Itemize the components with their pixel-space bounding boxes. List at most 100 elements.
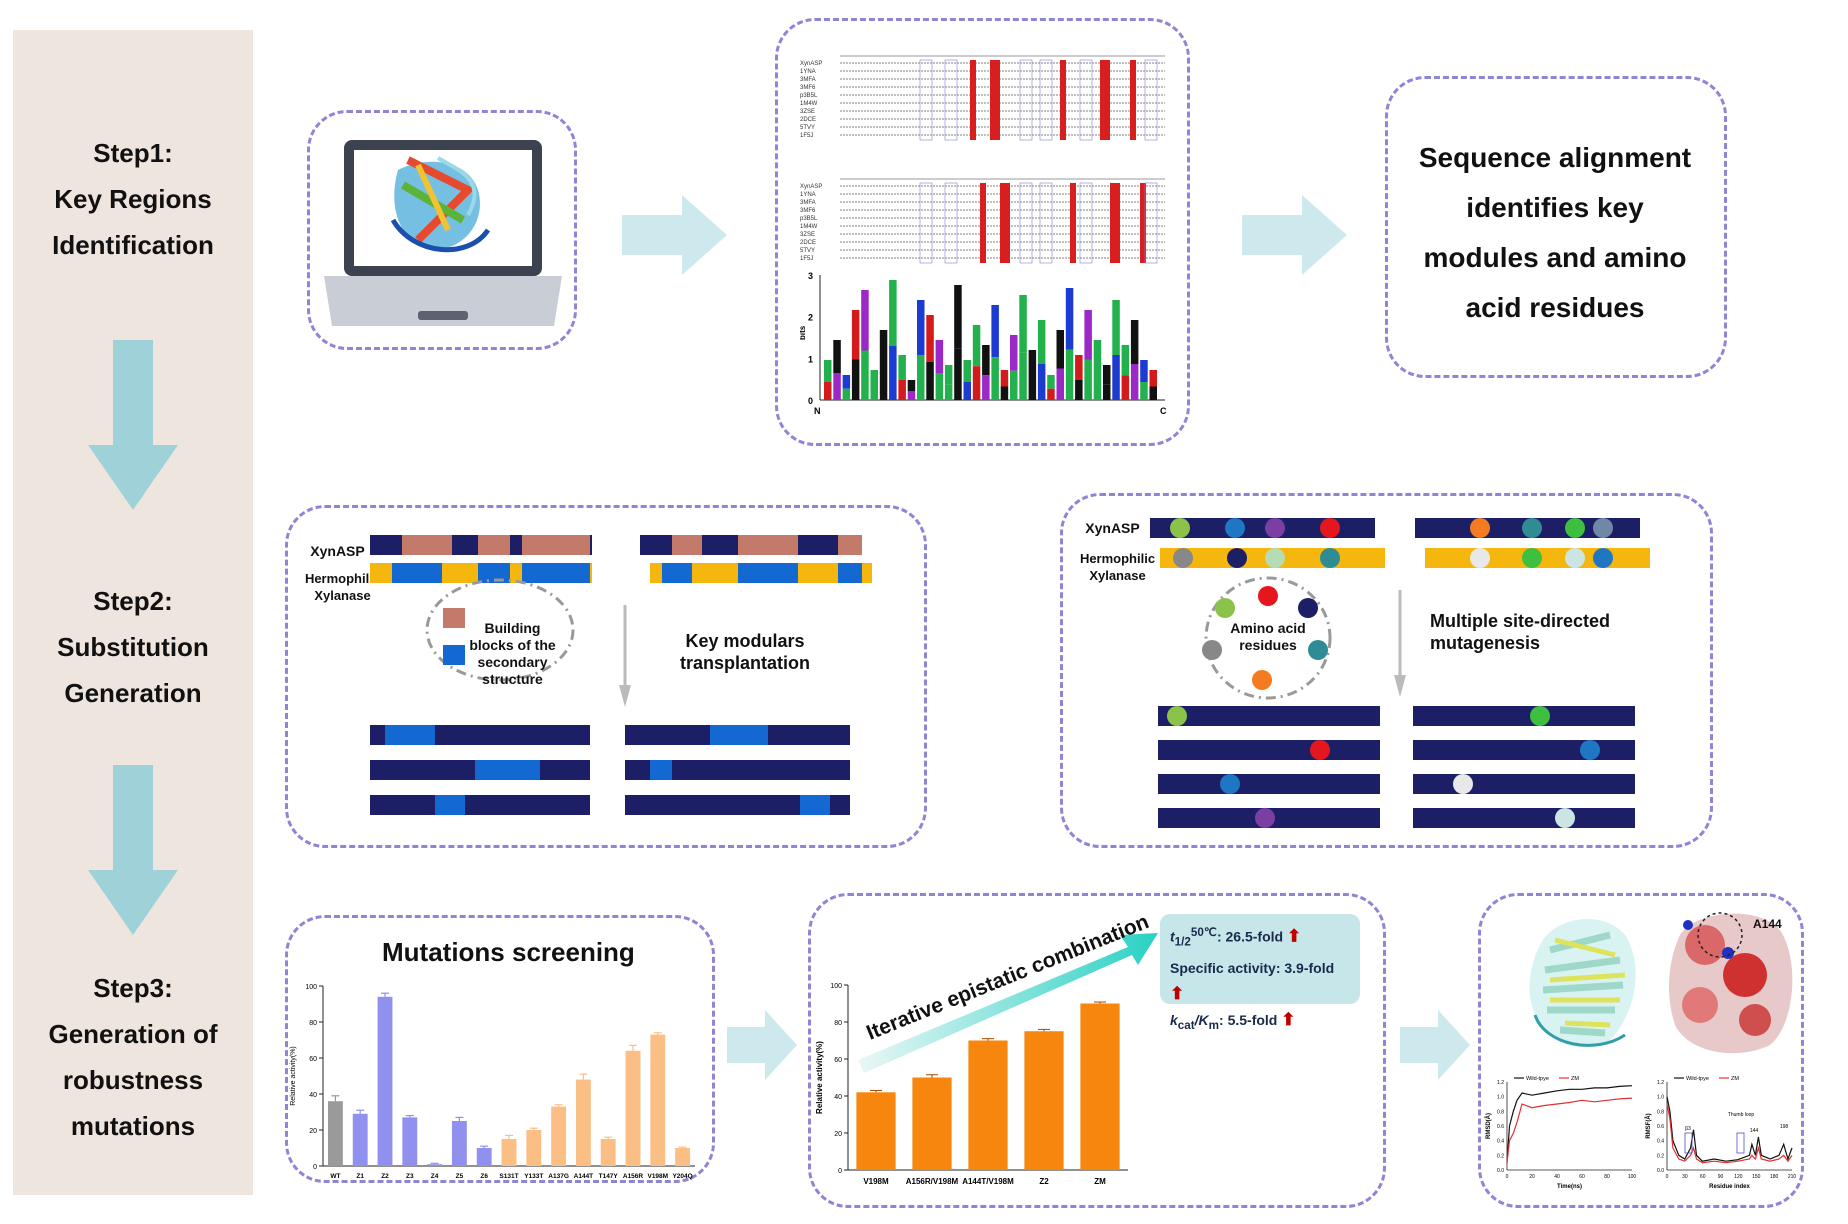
combo-y-tick-label: 0 (838, 1168, 842, 1175)
residue-dot (1170, 518, 1190, 538)
residue-dot (1565, 518, 1585, 538)
logo-letter (851, 310, 860, 360)
combo-x-tick-label: A156R/V198M (906, 1177, 959, 1186)
salmon-block (522, 535, 590, 555)
logo-letter (1019, 352, 1027, 400)
alignment-row-name: 3MFA (800, 77, 816, 83)
logo-letter (1112, 300, 1120, 355)
logo-letter (1056, 368, 1064, 400)
conserved-column (1110, 183, 1120, 263)
down-arrow-2-icon (88, 765, 178, 935)
logo-letter (1065, 349, 1074, 400)
chart-rmsf-ylabel: RMSF(Å) (1645, 1113, 1652, 1138)
chart-rmsf-x-tick-label: 30 (1682, 1174, 1688, 1180)
chart-rmsf-xlabel: Residue index (1709, 1184, 1750, 1190)
logo-letter (1047, 388, 1055, 400)
logo-tick-label: 3 (808, 271, 813, 281)
residue-dot (1255, 808, 1275, 828)
chart-rmsf-x-tick-label: 60 (1700, 1174, 1706, 1180)
chart-rmsf-y-tick-label: 0.4 (1657, 1139, 1664, 1145)
residue-dot (1310, 740, 1330, 760)
alignment-row-name: 1M4W (800, 224, 818, 230)
logo-letter (1121, 375, 1130, 400)
alignment-row-name: 3ZSE (800, 232, 815, 238)
rmsf-highlight-box (1736, 1132, 1745, 1154)
logo-letter (1037, 364, 1046, 400)
logo-tick-label: 2 (808, 313, 813, 323)
similar-column (944, 182, 958, 264)
logo-letter (842, 375, 851, 389)
laptop-protein-icon (324, 140, 562, 326)
label-thermo-left: Hermophilic Xylanase (304, 571, 381, 603)
logo-n-terminus: N (814, 406, 821, 416)
residue-dot (1220, 774, 1240, 794)
chart-rmsf-series-line (1666, 1103, 1793, 1164)
legend-salmon-swatch (443, 608, 465, 628)
residue-dot (1265, 518, 1285, 538)
residue-dot (1227, 548, 1247, 568)
logo-letter (944, 384, 953, 400)
down-arrow-1-icon (88, 340, 178, 510)
sequence-alignment-logo: XynASP1YNA3MFA3MF6p3B5L1M4W3ZSE2DCE5TVY1… (800, 55, 1167, 416)
screen-bar (575, 1079, 591, 1166)
logo-letter (1103, 365, 1111, 385)
screen-x-tick-label: Z6 (480, 1173, 488, 1180)
chart-rmsd-x-tick-label: 0 (1506, 1174, 1509, 1180)
logo-letter (963, 382, 971, 400)
logo-ylabel: bits (800, 325, 807, 340)
screen-x-tick-label: Z5 (456, 1173, 464, 1180)
improvement-kcat-km: kcat/Km: 5.5-fold ⬆ (1170, 1010, 1296, 1033)
logo-letter (1121, 345, 1130, 376)
screen-bar (476, 1148, 492, 1166)
mutant-bar (625, 795, 850, 815)
mutant-bar (1413, 808, 1635, 828)
chart-rmsd-x-tick-label: 60 (1579, 1174, 1585, 1180)
rmsf-annotation-thumb: Thumb loop (1728, 1112, 1755, 1118)
chart-rmsd-legend-label: ZM (1571, 1076, 1579, 1082)
logo-letter (842, 388, 851, 400)
salmon-block (838, 535, 862, 555)
logo-letter (1019, 295, 1027, 353)
logo-letter (917, 355, 925, 400)
alignment-row-name: 1YNA (800, 69, 816, 75)
combo-y-tick-label: 20 (834, 1131, 842, 1138)
screen-y-tick-label: 40 (309, 1092, 317, 1099)
label-xynasp-right: XynASP (1085, 520, 1140, 536)
logo-letter (889, 346, 897, 400)
logo-letter (991, 357, 999, 400)
screen-x-tick-label: V198M (647, 1173, 668, 1180)
blue-block (738, 563, 798, 583)
similar-column (1039, 182, 1053, 264)
salmon-block (672, 535, 702, 555)
residue-circle (1204, 576, 1332, 700)
combo-bar (856, 1092, 896, 1170)
screen-x-tick-label: WT (330, 1173, 340, 1180)
alignment-row-name: p3B5L (800, 93, 818, 99)
modular-bars (370, 535, 872, 815)
logo-letter (1000, 370, 1009, 387)
screen-bar (352, 1113, 368, 1166)
right-arrow-3-icon (727, 1010, 797, 1080)
chart-rmsf-x-tick-label: 90 (1718, 1174, 1724, 1180)
residue-dot (1580, 740, 1600, 760)
logo-letter (1028, 377, 1037, 400)
logo-letter (851, 359, 860, 400)
screen-y-tick-label: 100 (305, 984, 317, 991)
logo-letter (1075, 355, 1083, 380)
logo-letter (861, 350, 869, 400)
chart-rmsd-x-tick-label: 100 (1628, 1174, 1637, 1180)
rmsf-annotation-beta3: β3 (1685, 1126, 1691, 1132)
logo-letter (889, 280, 897, 346)
residue-dot (1215, 598, 1235, 618)
logo-letter (898, 355, 906, 380)
mutagenesis-label: Multiple site-directed mutagenesis (1430, 611, 1611, 653)
similar-column (1079, 182, 1093, 264)
transplanted-block (385, 725, 435, 745)
alignment-row-name: 3ZSE (800, 109, 815, 115)
chart-rmsf-series-line (1666, 1096, 1793, 1162)
logo-letter (870, 370, 878, 387)
logo-letter (1140, 360, 1148, 382)
screen-bar (650, 1034, 666, 1166)
blue-block (478, 563, 510, 583)
